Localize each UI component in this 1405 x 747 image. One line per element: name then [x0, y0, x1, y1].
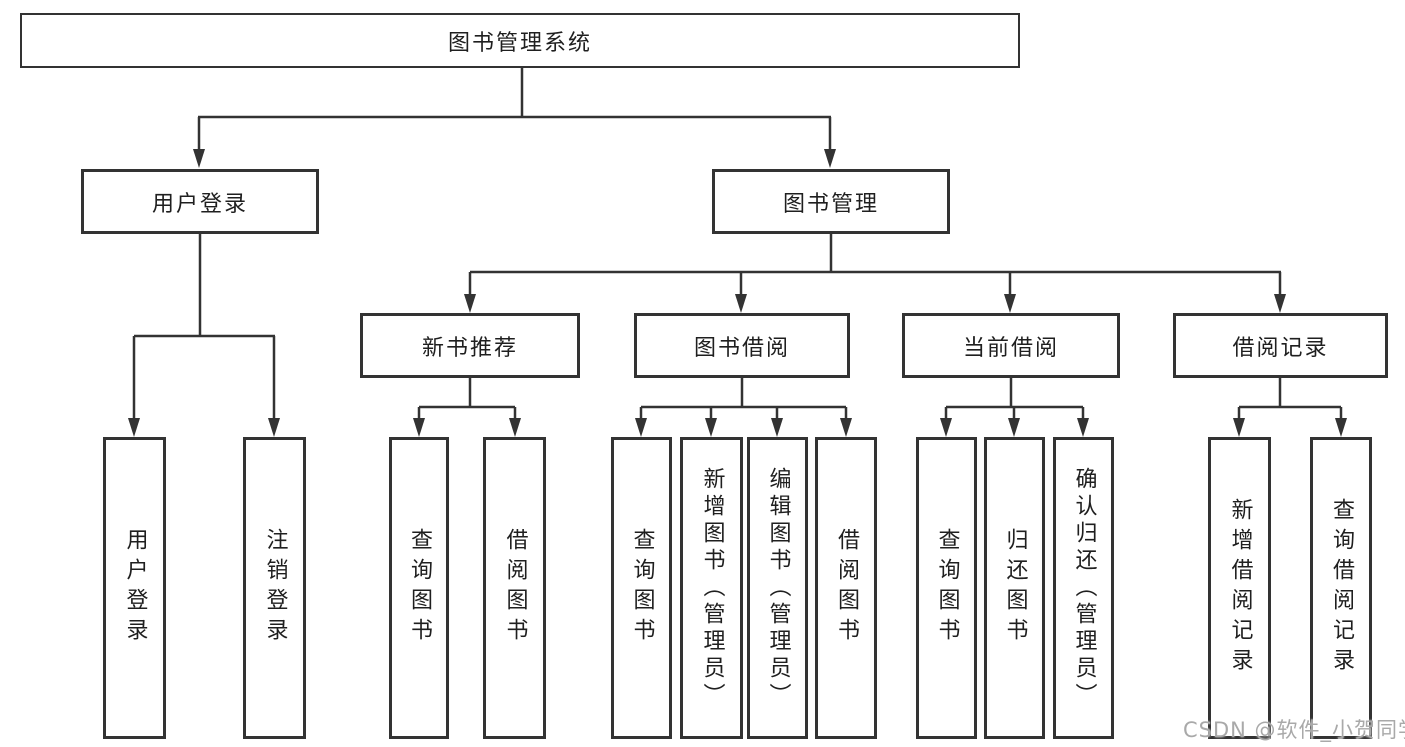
arrow-down-icon	[268, 418, 280, 437]
leaf-logout: 注销登录	[243, 437, 306, 739]
arrow-down-icon	[413, 418, 425, 437]
arrow-down-icon	[635, 418, 647, 437]
leaf-add-books-admin: 新增图书（管理员）	[680, 437, 743, 739]
connector-book-borrowing-to-leaves	[639, 378, 848, 420]
node-user-login-group: 用户登录	[81, 169, 319, 234]
arrow-down-icon	[128, 418, 140, 437]
arrow-down-icon	[1335, 418, 1347, 437]
node-book-borrowing: 图书借阅	[634, 313, 850, 378]
node-current-borrowing: 当前借阅	[902, 313, 1120, 378]
leaf-borrow-books-recommend: 借阅图书	[483, 437, 546, 739]
leaf-add-borrow-record: 新增借阅记录	[1208, 437, 1271, 739]
leaf-user-login: 用户登录	[103, 437, 166, 739]
arrow-down-icon	[1077, 418, 1089, 437]
arrow-down-icon	[464, 294, 476, 313]
leaf-edit-books-admin: 编辑图书（管理员）	[747, 437, 808, 739]
leaf-query-books-borrowing: 查询图书	[611, 437, 672, 739]
leaf-query-borrow-record: 查询借阅记录	[1310, 437, 1372, 739]
arrow-down-icon	[1008, 418, 1020, 437]
leaf-confirm-return-admin: 确认归还（管理员）	[1053, 437, 1114, 739]
connector-current-borrowing-to-leaves	[944, 378, 1085, 420]
connector-user-login-to-leaves	[132, 234, 276, 420]
leaf-query-books-current: 查询图书	[916, 437, 977, 739]
arrow-down-icon	[824, 149, 836, 168]
arrow-down-icon	[705, 418, 717, 437]
connector-book-management-to-level3	[468, 234, 1282, 296]
arrow-down-icon	[193, 149, 205, 168]
arrow-down-icon	[771, 418, 783, 437]
connector-borrow-records-to-leaves	[1237, 378, 1343, 420]
arrow-down-icon	[1233, 418, 1245, 437]
arrow-down-icon	[840, 418, 852, 437]
leaf-query-books-recommend: 查询图书	[389, 437, 449, 739]
leaf-borrow-books-borrowing: 借阅图书	[815, 437, 877, 739]
node-library-management-system: 图书管理系统	[20, 13, 1020, 68]
node-borrow-records: 借阅记录	[1173, 313, 1388, 378]
arrow-down-icon	[1274, 294, 1286, 313]
arrow-down-icon	[735, 294, 747, 313]
arrow-down-icon	[940, 418, 952, 437]
arrow-down-icon	[1004, 294, 1016, 313]
connector-root-to-level2	[197, 68, 832, 151]
node-new-book-recommend: 新书推荐	[360, 313, 580, 378]
connector-new-book-recommend-to-leaves	[417, 378, 517, 420]
arrow-down-icon	[509, 418, 521, 437]
node-book-management: 图书管理	[712, 169, 950, 234]
leaf-return-books: 归还图书	[984, 437, 1045, 739]
csdn-watermark: CSDN @软件_小贺同学	[1183, 718, 1405, 742]
